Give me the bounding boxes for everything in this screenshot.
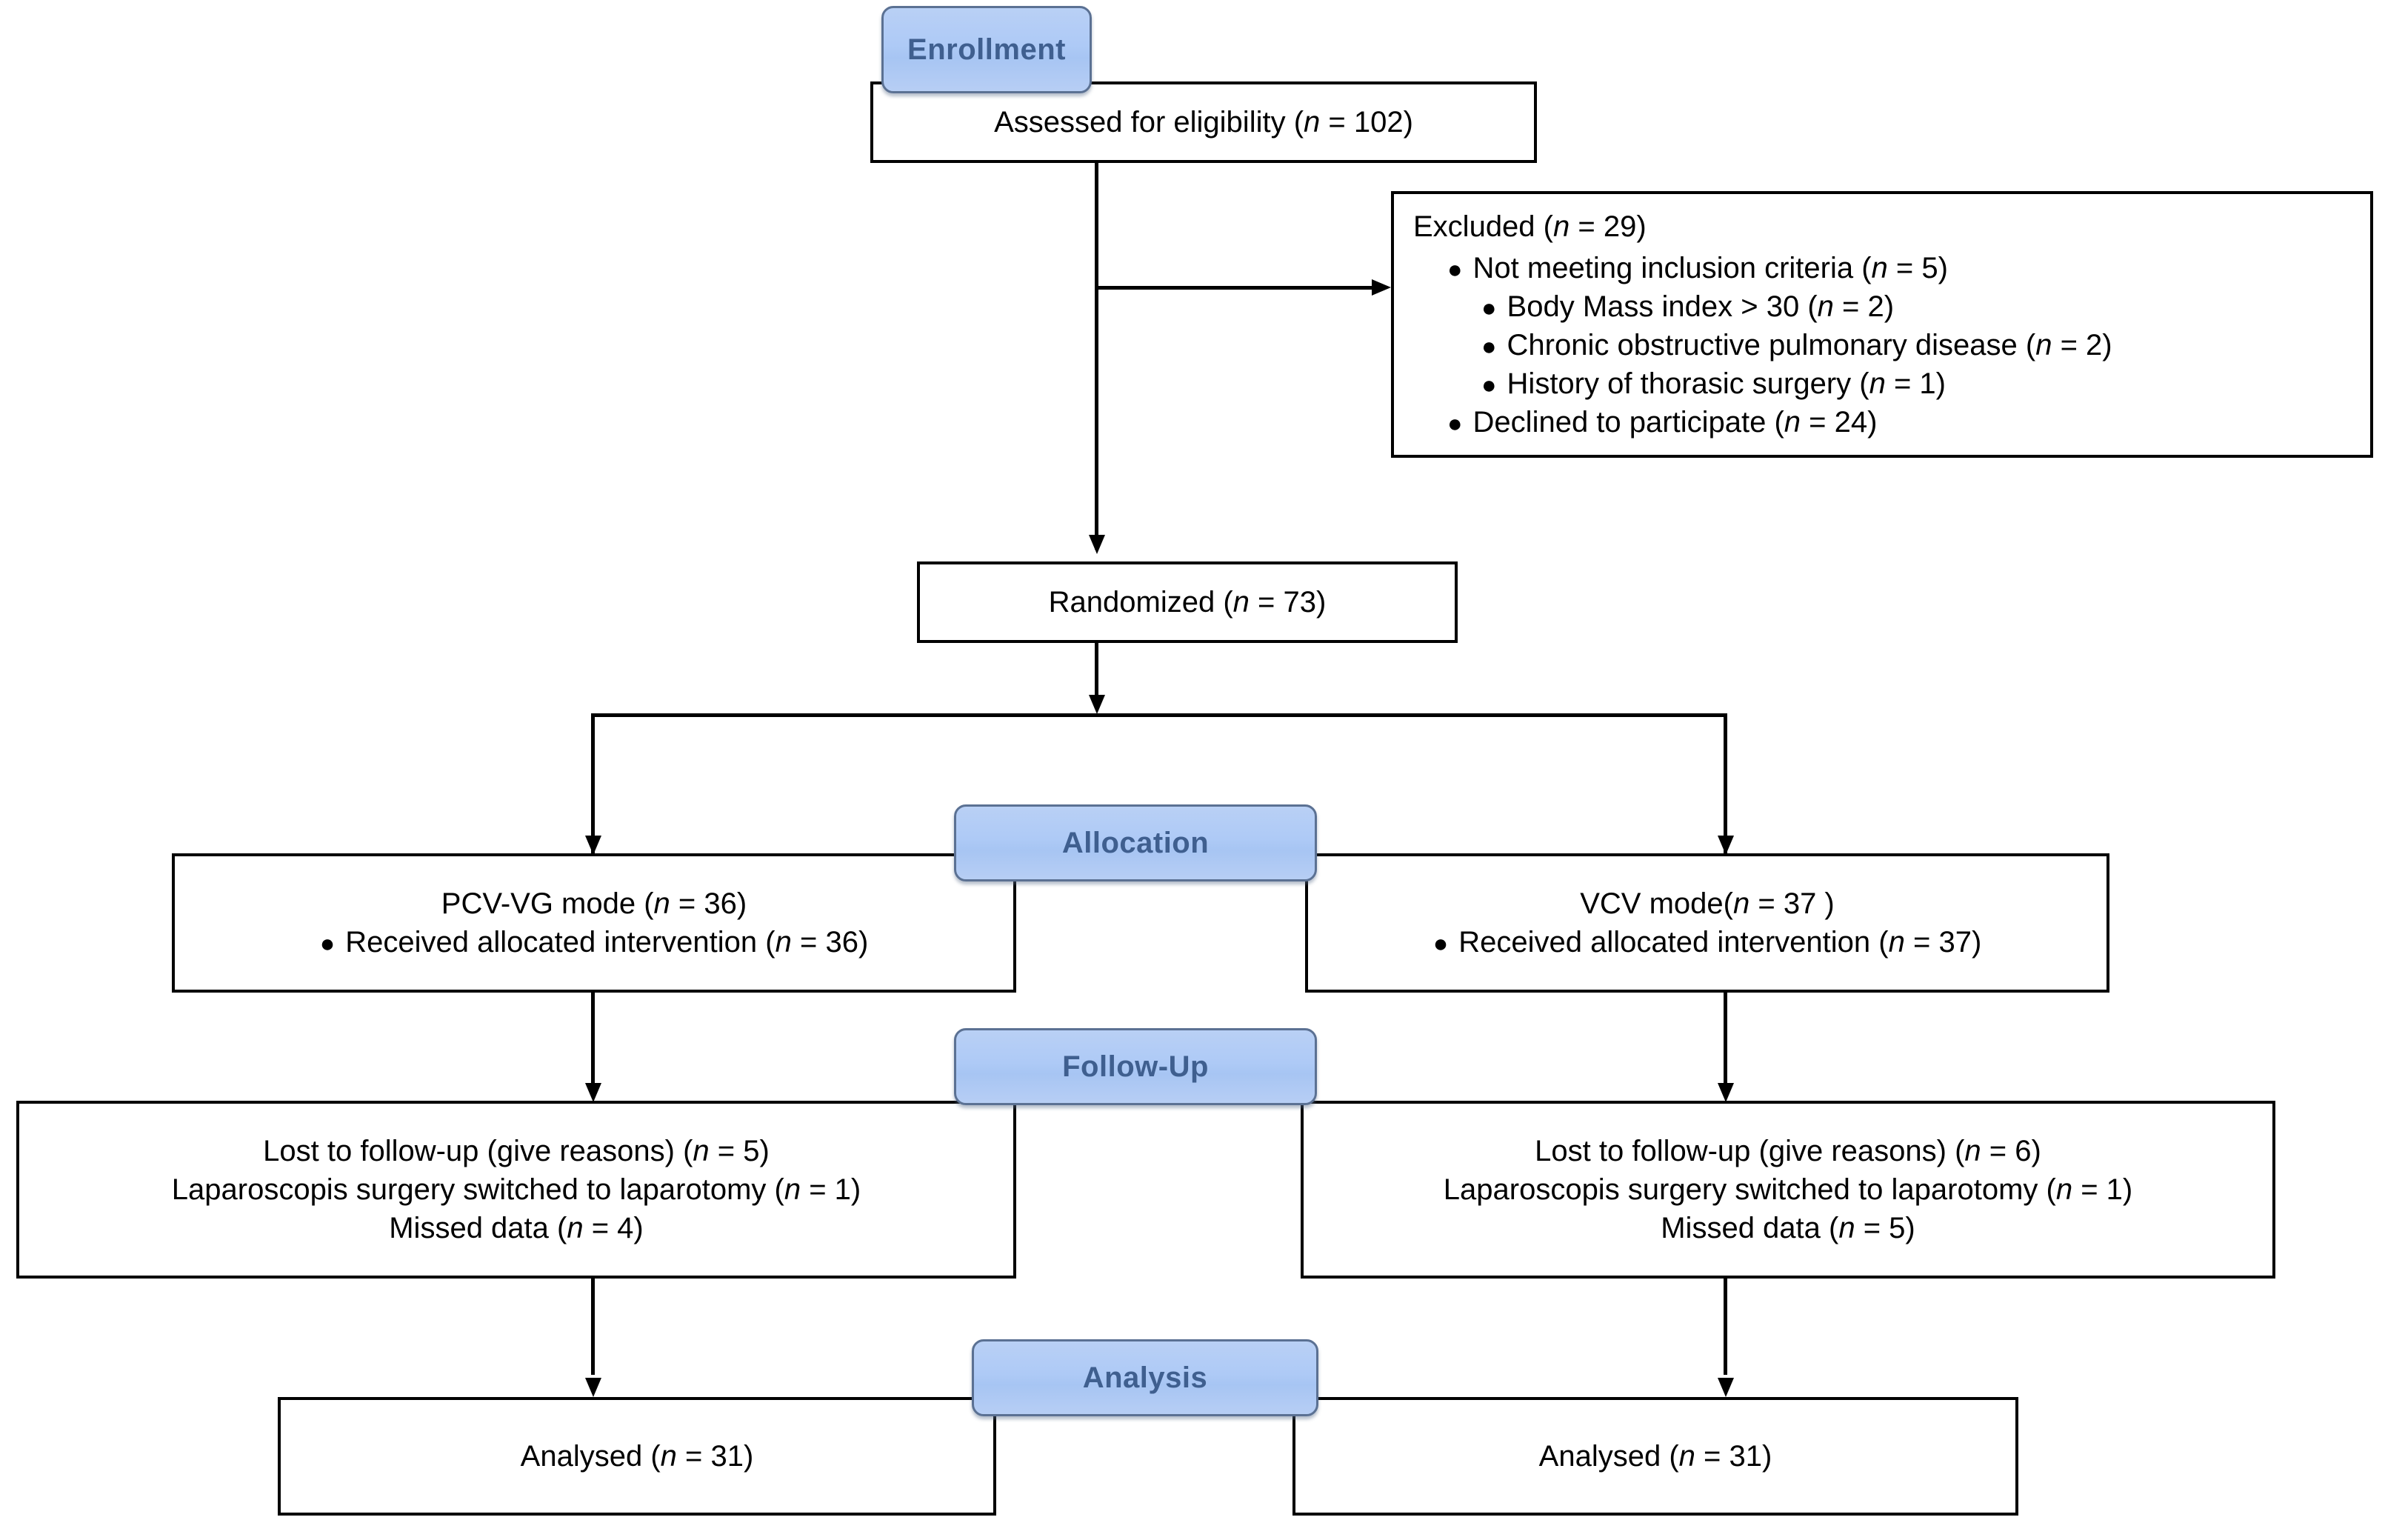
connector-follow-right-to-analysis-right xyxy=(1724,1279,1727,1375)
allocation-left-title: PCV-VG mode (n = 36) xyxy=(441,887,747,920)
excluded-item: ● Declined to participate (n = 24) xyxy=(1447,406,1878,439)
excluded-item: ● Chronic obstructive pulmonary disease … xyxy=(1481,329,2112,361)
stage-pill-allocation: Allocation xyxy=(954,804,1317,881)
bullet-icon: ● xyxy=(1481,371,1497,399)
node-followup-left: Lost to follow-up (give reasons) (n = 5)… xyxy=(16,1101,1016,1279)
allocation-left-bullet: ● Received allocated intervention (n = 3… xyxy=(319,926,869,959)
connector-randomized-to-alloc-left xyxy=(591,713,595,854)
followup-right-line: Lost to follow-up (give reasons) (n = 6) xyxy=(1535,1135,2041,1167)
node-analysis-left: Analysed (n = 31) xyxy=(278,1397,996,1516)
connector-assessed-to-randomized xyxy=(1095,163,1098,550)
bullet-icon: ● xyxy=(1432,930,1449,958)
arrowhead-alloc-right xyxy=(1718,836,1734,855)
arrowhead-randomized-stem xyxy=(1089,695,1105,714)
followup-right-line: Missed data (n = 5) xyxy=(1661,1212,1915,1244)
connector-randomized-stem xyxy=(1095,643,1098,701)
arrowhead-assessed-to-excluded xyxy=(1372,279,1391,296)
excluded-item: ● History of thorasic surgery (n = 1) xyxy=(1481,367,1946,400)
connector-alloc-left-to-follow-left xyxy=(591,993,595,1096)
stage-pill-analysis-label: Analysis xyxy=(1082,1361,1208,1394)
stage-pill-followup: Follow-Up xyxy=(954,1028,1317,1105)
node-allocation-right: VCV mode(n = 37 ) ● Received allocated i… xyxy=(1305,853,2109,993)
node-randomized-label: Randomized (n = 73) xyxy=(1048,586,1327,619)
bullet-icon: ● xyxy=(1447,256,1463,284)
node-followup-right: Lost to follow-up (give reasons) (n = 6)… xyxy=(1301,1101,2275,1279)
stage-pill-allocation-label: Allocation xyxy=(1061,826,1210,859)
excluded-item: ● Not meeting inclusion criteria (n = 5) xyxy=(1447,252,1948,284)
followup-left-line: Lost to follow-up (give reasons) (n = 5) xyxy=(263,1135,770,1167)
bullet-icon: ● xyxy=(1481,333,1497,361)
followup-left-line: Missed data (n = 4) xyxy=(389,1212,644,1244)
connector-follow-left-to-analysis-left xyxy=(591,1279,595,1375)
stage-pill-followup-label: Follow-Up xyxy=(1062,1050,1209,1083)
bullet-icon: ● xyxy=(1481,294,1497,322)
node-excluded: Excluded (n = 29) ● Not meeting inclusio… xyxy=(1391,191,2373,458)
stage-pill-enrollment: Enrollment xyxy=(881,6,1092,93)
arrowhead-alloc-left xyxy=(585,836,601,855)
analysis-right-label: Analysed (n = 31) xyxy=(1538,1440,1772,1473)
connector-assessed-to-excluded xyxy=(1095,286,1375,290)
allocation-right-bullet: ● Received allocated intervention (n = 3… xyxy=(1432,926,1982,959)
node-analysis-right: Analysed (n = 31) xyxy=(1292,1397,2018,1516)
bullet-icon: ● xyxy=(1447,410,1463,438)
excluded-heading: Excluded (n = 29) xyxy=(1413,210,1647,243)
node-randomized: Randomized (n = 73) xyxy=(917,561,1458,643)
connector-randomized-split xyxy=(591,713,1727,717)
stage-pill-analysis: Analysis xyxy=(972,1339,1318,1416)
node-assessed-for-eligibility: Assessed for eligibility (n = 102) xyxy=(870,81,1537,163)
arrowhead-follow-right xyxy=(1718,1083,1734,1102)
excluded-item: ● Body Mass index > 30 (n = 2) xyxy=(1481,290,1895,323)
arrowhead-analysis-right xyxy=(1718,1378,1734,1397)
allocation-right-title: VCV mode(n = 37 ) xyxy=(1580,887,1835,920)
arrowhead-analysis-left xyxy=(585,1378,601,1397)
bullet-icon: ● xyxy=(319,930,336,958)
arrowhead-assessed-to-randomized xyxy=(1089,535,1105,554)
node-allocation-left: PCV-VG mode (n = 36) ● Received allocate… xyxy=(172,853,1016,993)
node-assessed-label: Assessed for eligibility (n = 102) xyxy=(994,106,1413,139)
followup-left-line: Laparoscopis surgery switched to laparot… xyxy=(171,1173,861,1206)
stage-pill-enrollment-label: Enrollment xyxy=(907,33,1066,66)
followup-right-line: Laparoscopis surgery switched to laparot… xyxy=(1443,1173,2133,1206)
arrowhead-follow-left xyxy=(585,1083,601,1102)
connector-randomized-to-alloc-right xyxy=(1724,713,1727,854)
analysis-left-label: Analysed (n = 31) xyxy=(520,1440,754,1473)
connector-alloc-right-to-follow-right xyxy=(1724,993,1727,1096)
